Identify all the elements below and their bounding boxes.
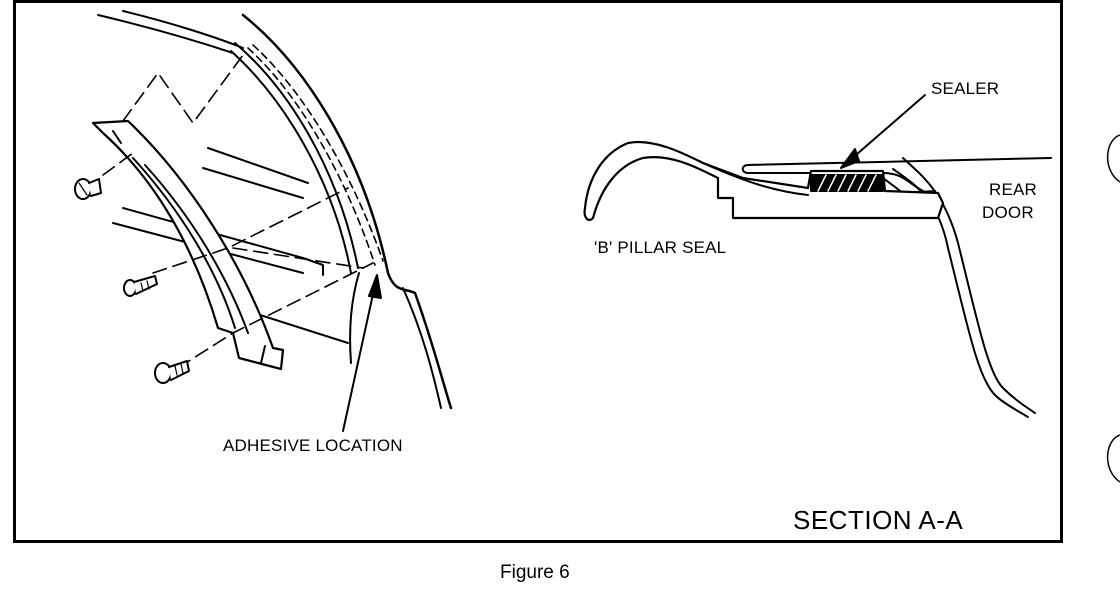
rear-door-label-line2: DOOR: [982, 203, 1034, 222]
screw-middle: [123, 275, 158, 297]
binder-hole-arc-top: [1106, 134, 1120, 183]
adhesive-location-label: ADHESIVE LOCATION: [223, 436, 403, 455]
sealer-label: SEALER: [931, 79, 1000, 98]
binder-hole-arc-bottom: [1106, 434, 1120, 483]
adhesive-leader: [342, 274, 382, 432]
screws: [74, 178, 190, 384]
section-label: SECTION A-A: [793, 505, 964, 535]
assembly-dashed-lines: [102, 54, 374, 369]
figure-frame: ADHESIVE LOCATION SEALER 'B' PILLAR SEAL…: [13, 0, 1063, 543]
screw-bottom: [154, 360, 190, 384]
push-pin-fastener: [74, 178, 102, 200]
technical-drawing: [74, 10, 1052, 432]
b-pillar-seal-label: 'B' PILLAR SEAL: [594, 238, 727, 257]
rear-door-label-line1: REAR: [989, 180, 1038, 199]
section-a-a-drawing: [583, 94, 1052, 418]
figure-caption: Figure 6: [500, 562, 570, 583]
b-pillar-seal-part: [91, 119, 285, 371]
